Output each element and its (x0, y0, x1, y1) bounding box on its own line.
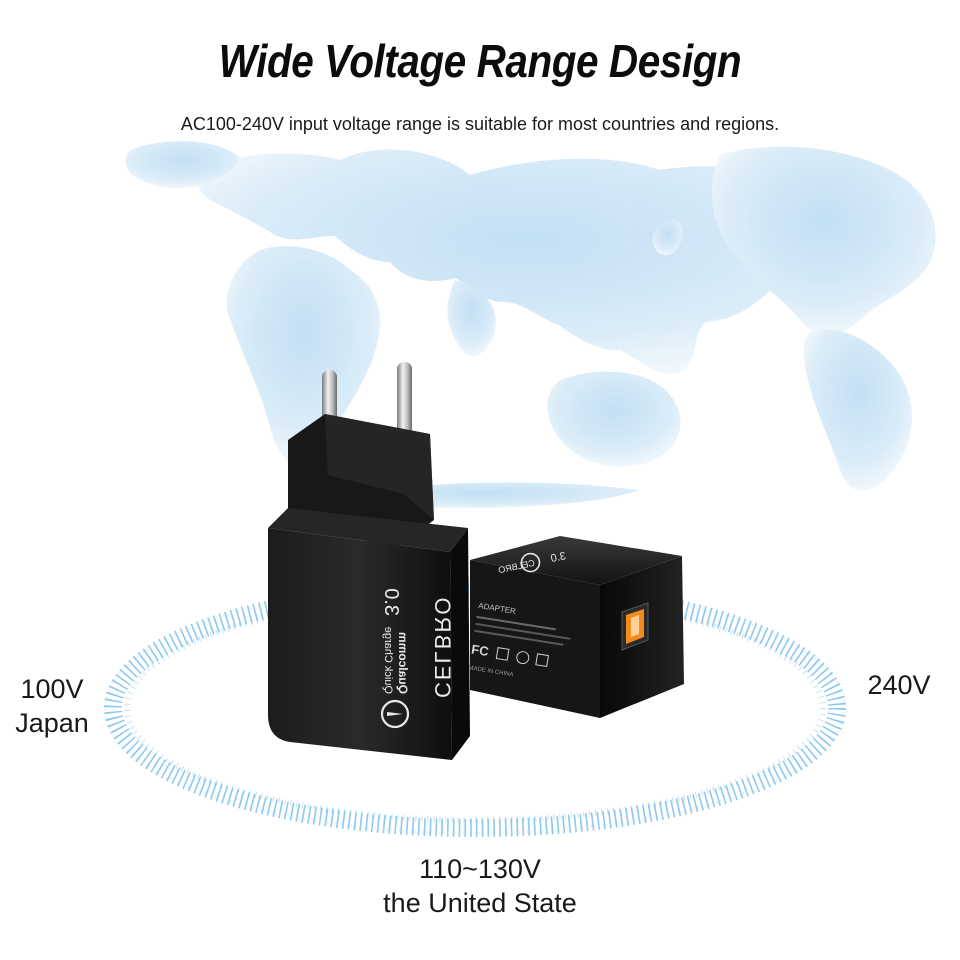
region-name-japan: Japan (15, 708, 89, 738)
badge-brand-front: Qualcomm (396, 632, 410, 694)
map-india (447, 280, 496, 357)
map-eurasia (198, 149, 861, 374)
badge-text-front: Quick Charge (382, 627, 394, 694)
region-name-us: the United State (383, 888, 577, 918)
badge-version-top: 3.0 (550, 550, 567, 565)
charger-side-view: 3.0 CELBRO ADAPTER FC MADE IN CHINA (468, 536, 684, 718)
map-africa (226, 246, 381, 464)
voltage-value-japan: 100V (20, 674, 84, 704)
cert-mark: FC (470, 642, 490, 660)
voltage-value-us: 110~130V (419, 854, 541, 884)
voltage-label-240v: 240V (840, 668, 958, 702)
voltage-arc (103, 579, 847, 837)
charger-front-view: CELBRO Qualcomm Quick Charge 3.0 (268, 362, 470, 760)
voltage-value-240v: 240V (867, 670, 931, 700)
voltage-label-japan: 100V Japan (0, 672, 104, 740)
map-south-america (803, 329, 912, 491)
page-subtitle: AC100-240V input voltage range is suitab… (180, 114, 780, 134)
usb-port (621, 602, 649, 651)
voltage-label-us: 110~130V the United State (330, 852, 630, 920)
map-australia (547, 371, 681, 467)
map-north-america (711, 146, 936, 335)
front-branding: CELBRO Qualcomm Quick Charge 3.0 (380, 588, 455, 729)
badge-version-front: 3.0 (380, 588, 402, 616)
map-japan (652, 219, 683, 256)
page-title: Wide Voltage Range Design (218, 35, 742, 87)
brand-logo-front: CELBRO (430, 596, 455, 698)
map-greenland (125, 141, 240, 189)
